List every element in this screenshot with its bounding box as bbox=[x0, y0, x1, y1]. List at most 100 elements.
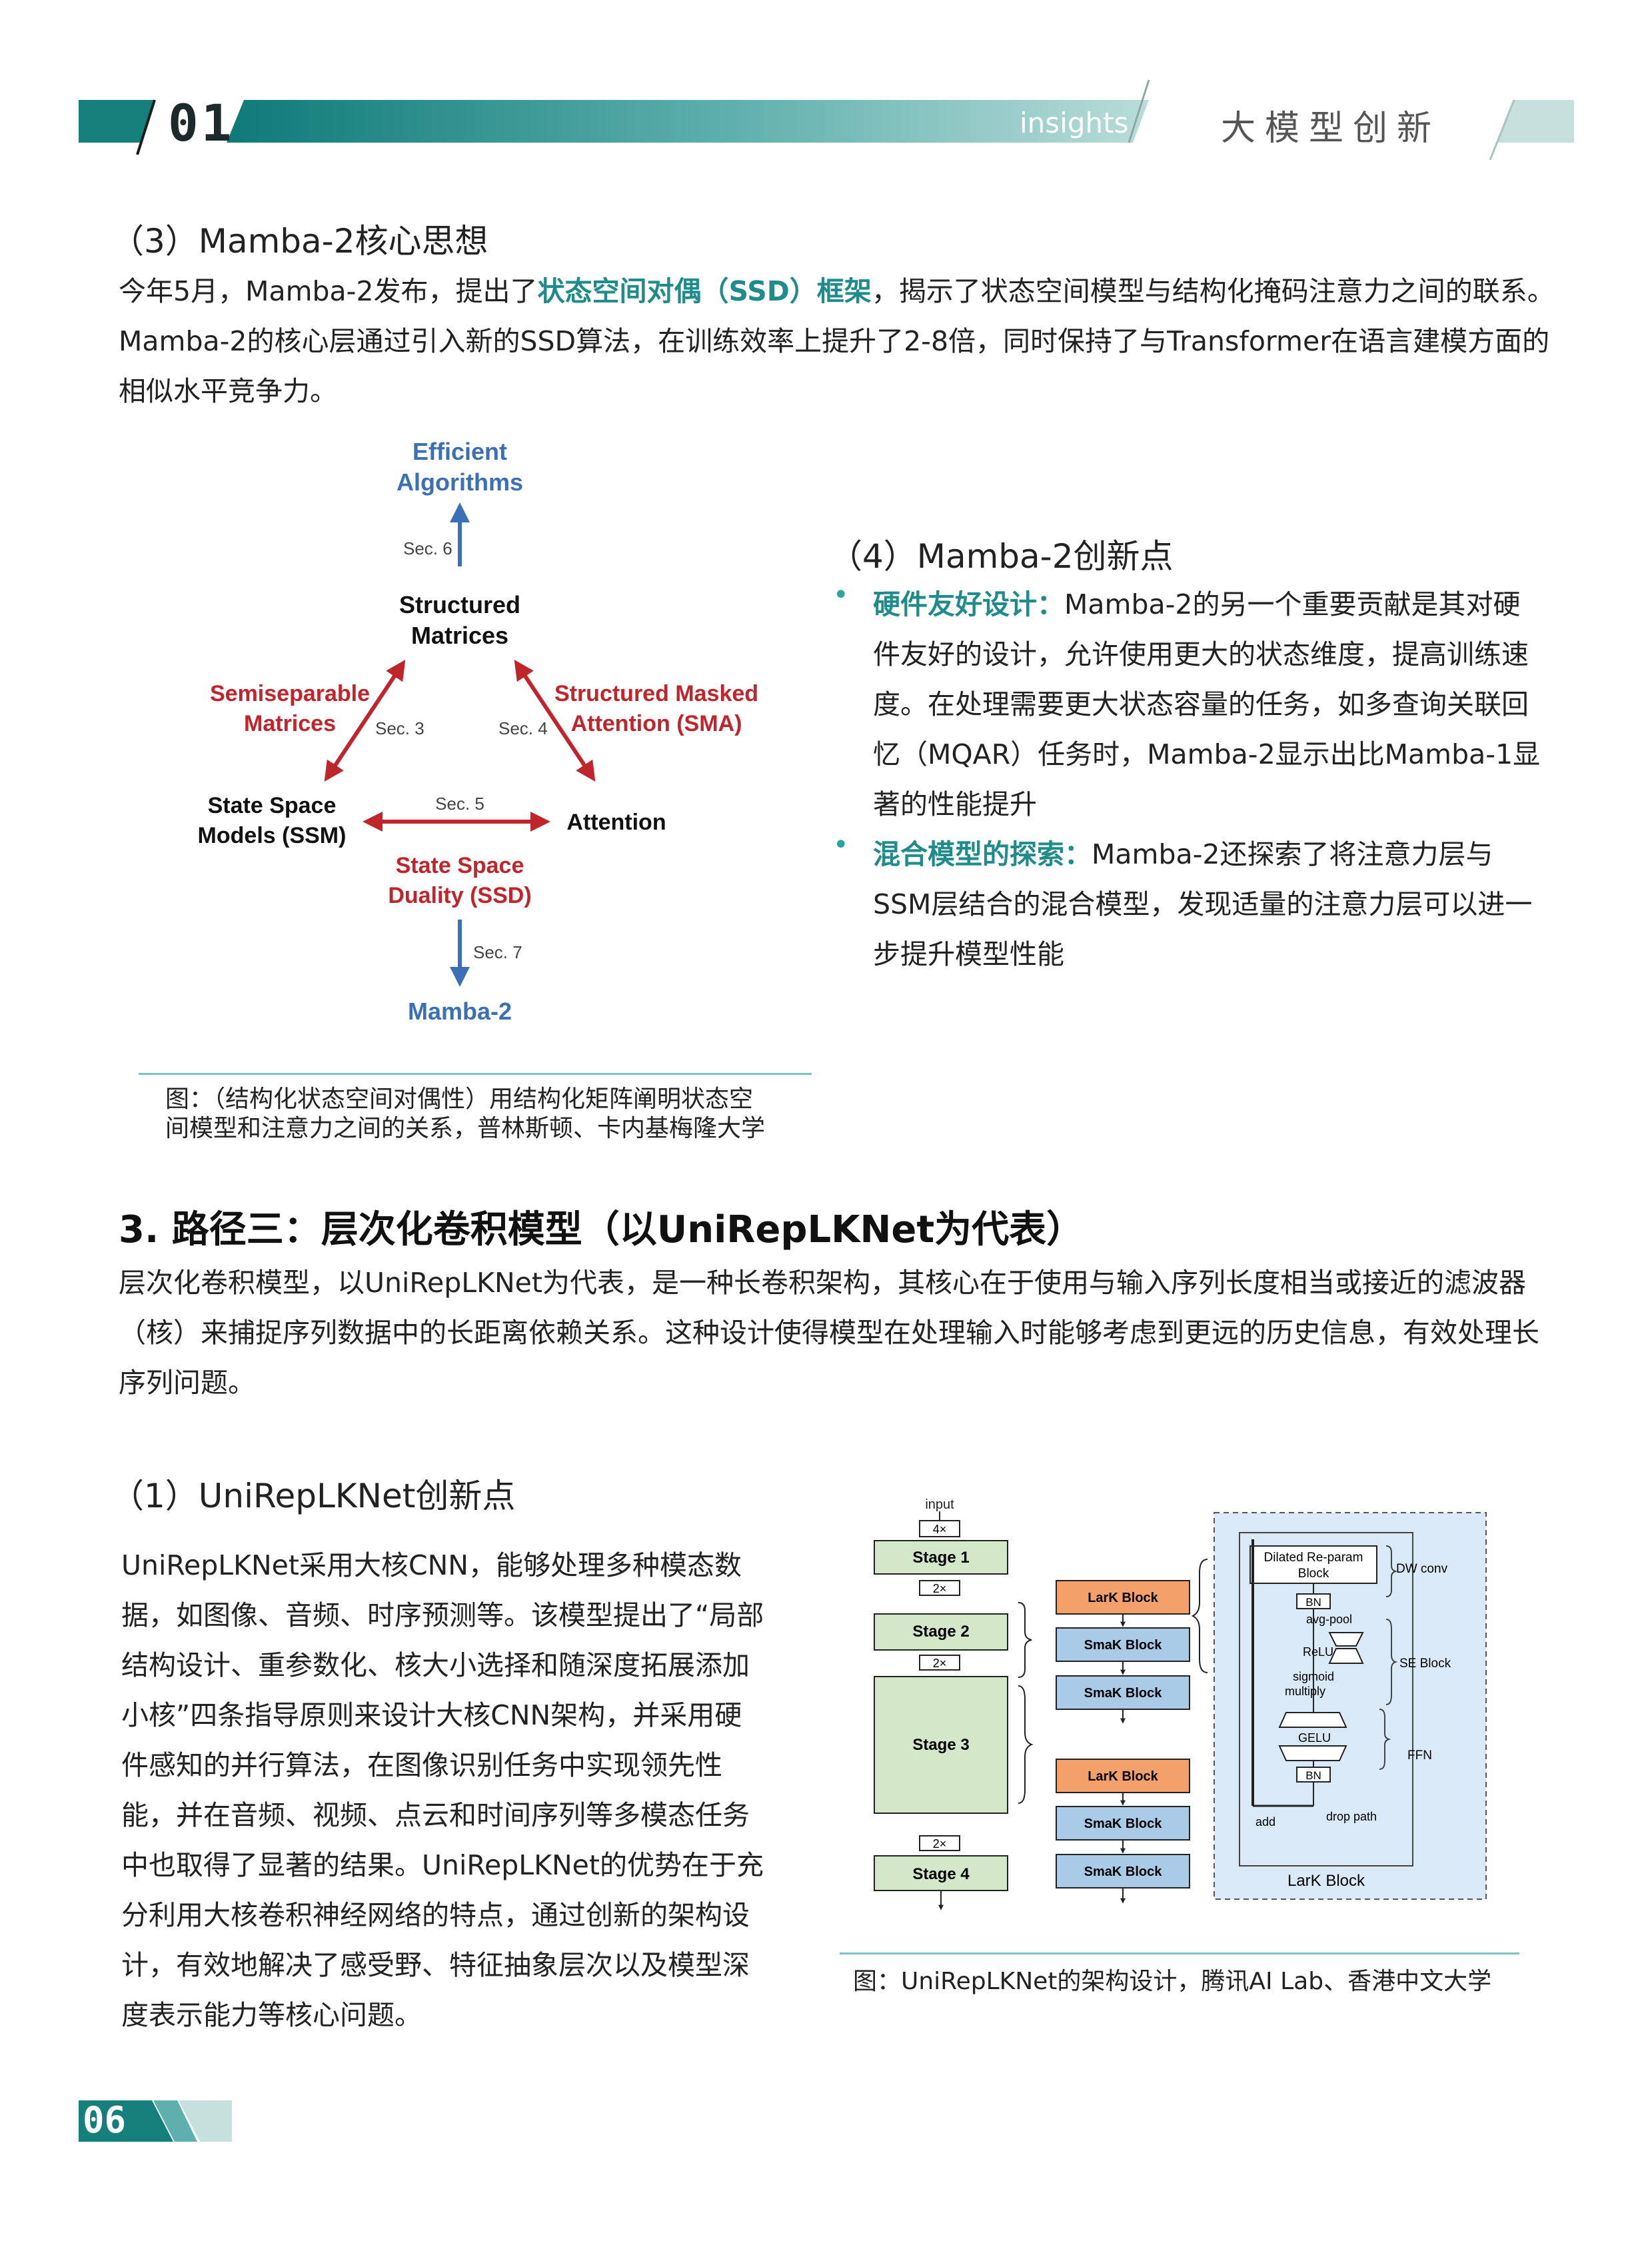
svg-text:BN: BN bbox=[1305, 1769, 1321, 1782]
sec7-label: Sec. 7 bbox=[473, 942, 522, 962]
downsample-label-2: 2× bbox=[933, 1582, 947, 1595]
ssd-caption-line2: 间模型和注意力之间的关系，普林斯顿、卡内基梅隆大学 bbox=[165, 1115, 766, 1142]
brand-text: insights bbox=[1020, 107, 1129, 139]
arch-caption: 图：UniRepLKNet的架构设计，腾讯AI Lab、香港中文大学 bbox=[853, 1968, 1492, 1995]
stage4-label: Stage 4 bbox=[912, 1865, 970, 1883]
ssm-label-1: State Space bbox=[208, 793, 337, 818]
stage2-label: Stage 2 bbox=[912, 1623, 969, 1641]
bullet-dot: • bbox=[833, 580, 849, 610]
mamba2-bullet-1: • 硬件友好设计：Mamba-2的另一个重要贡献是其对硬件友好的设计，允许使用更… bbox=[833, 580, 1546, 830]
bullet-dot: • bbox=[833, 830, 849, 860]
unireplknet-arch-diagram: input 4× Stage 1 2× Stage 2 2× Stage 3 2… bbox=[874, 1497, 1487, 1910]
sma-label-1: Structured Masked bbox=[554, 681, 758, 706]
ffn-trapezoid-2 bbox=[1278, 1745, 1347, 1761]
arch-caption-rule bbox=[840, 1952, 1519, 1954]
stage1-box bbox=[874, 1540, 1008, 1575]
ssd-label-2: Duality (SSD) bbox=[388, 883, 531, 908]
bullet-2-text: 混合模型的探索：Mamba-2还探索了将注意力层与SSM层结合的混合模型，发现适… bbox=[873, 830, 1546, 980]
downsample-box-3 bbox=[919, 1655, 960, 1671]
mamba2-bullet-2: • 混合模型的探索：Mamba-2还探索了将注意力层与SSM层结合的混合模型，发… bbox=[833, 830, 1546, 980]
arrow-sec4 bbox=[514, 660, 596, 782]
bullet-1-label: 硬件友好设计： bbox=[873, 588, 1064, 620]
svg-text:add: add bbox=[1255, 1815, 1275, 1829]
stage2-box bbox=[874, 1613, 1008, 1651]
header-bar: 01 insights 大模型创新 bbox=[0, 0, 1652, 161]
ssd-label-1: State Space bbox=[396, 853, 524, 878]
svg-text:ReLU: ReLU bbox=[1303, 1645, 1333, 1659]
ssd-highlight: 状态空间对偶（SSD）框架 bbox=[537, 275, 872, 307]
section-title: 大模型创新 bbox=[1221, 109, 1441, 149]
bullet-1-text: 硬件友好设计：Mamba-2的另一个重要贡献是其对硬件友好的设计，允许使用更大的… bbox=[873, 580, 1546, 830]
mamba2-core-heading: （3）Mamba-2核心思想 bbox=[111, 222, 488, 261]
downsample-label-4: 2× bbox=[933, 1837, 947, 1851]
downsample-box bbox=[919, 1520, 960, 1537]
smak-block-4 bbox=[1056, 1854, 1190, 1888]
svg-text:GELU: GELU bbox=[1298, 1731, 1331, 1745]
sec4-label: Sec. 4 bbox=[498, 718, 548, 738]
downsample-box-2 bbox=[919, 1580, 960, 1596]
sec3-label: Sec. 3 bbox=[375, 718, 424, 738]
path3-paragraph: 层次化卷积模型，以UniRepLKNet为代表，是一种长卷积架构，其核心在于使用… bbox=[119, 1267, 1539, 1399]
header-graphic bbox=[79, 79, 1574, 161]
arrow-sec3 bbox=[324, 660, 406, 782]
svg-text:LarK Block: LarK Block bbox=[1088, 1591, 1158, 1605]
footer-graphic bbox=[79, 2100, 232, 2142]
svg-text:SE Block: SE Block bbox=[1399, 1657, 1451, 1671]
unirep-heading: （1）UniRepLKNet创新点 bbox=[111, 1477, 516, 1515]
bullet-2-label: 混合模型的探索： bbox=[873, 838, 1092, 870]
semiseparable-label: Semiseparable bbox=[210, 681, 370, 706]
sec6-label: Sec. 6 bbox=[403, 538, 452, 558]
sec5-label: Sec. 5 bbox=[435, 794, 484, 814]
attention-label: Attention bbox=[566, 810, 666, 835]
svg-text:LarK Block: LarK Block bbox=[1088, 1769, 1158, 1784]
svg-text:avg-pool: avg-pool bbox=[1306, 1613, 1352, 1626]
path3-heading: 3. 路径三：层次化卷积模型（以UniRepLKNet为代表） bbox=[119, 1208, 1084, 1251]
svg-text:DW conv: DW conv bbox=[1396, 1562, 1448, 1576]
algorithms-label: Algorithms bbox=[397, 468, 523, 496]
para-text-2: ，揭示了状态空间模型与结构化掩码注意力之间的联系。Mamba-2的核心层通过引入… bbox=[119, 275, 1555, 407]
matrices-label: Matrices bbox=[411, 622, 508, 649]
downsample-label: 4× bbox=[933, 1523, 947, 1536]
stage4-box bbox=[874, 1855, 1008, 1891]
ssm-label-2: Models (SSM) bbox=[198, 823, 347, 848]
svg-text:SmaK Block: SmaK Block bbox=[1084, 1865, 1163, 1879]
sma-label-2: Attention (SMA) bbox=[571, 711, 742, 736]
ssd-caption-line1: 图：（结构化状态空间对偶性）用结构化矩阵阐明状态空 bbox=[165, 1086, 754, 1113]
page-number: 06 bbox=[83, 2099, 127, 2141]
header-right-block bbox=[1498, 100, 1574, 143]
svg-text:FFN: FFN bbox=[1407, 1749, 1432, 1763]
svg-text:SmaK Block: SmaK Block bbox=[1084, 1638, 1163, 1653]
svg-text:SmaK Block: SmaK Block bbox=[1084, 1817, 1163, 1831]
svg-text:Block: Block bbox=[1298, 1567, 1329, 1581]
header-left-block bbox=[79, 100, 155, 143]
bullet-1-body: Mamba-2的另一个重要贡献是其对硬件友好的设计，允许使用更大的状态维度，提高… bbox=[873, 588, 1541, 820]
input-label: input bbox=[925, 1497, 954, 1512]
bullet-2-body: Mamba-2还探索了将注意力层与SSM层结合的混合模型，发现适量的注意力层可以… bbox=[873, 838, 1533, 970]
ffn-trapezoid-1 bbox=[1278, 1712, 1347, 1728]
structured-label: Structured bbox=[399, 591, 520, 618]
downsample-label-3: 2× bbox=[933, 1657, 947, 1670]
svg-text:multiply: multiply bbox=[1285, 1685, 1325, 1698]
mamba2-innov-heading: （4）Mamba-2创新点 bbox=[829, 537, 1174, 576]
svg-text:SmaK Block: SmaK Block bbox=[1084, 1686, 1163, 1701]
svg-text:BN: BN bbox=[1305, 1596, 1321, 1609]
para-text: 今年5月，Mamba-2发布，提出了 bbox=[119, 275, 538, 307]
efficient-label: Efficient bbox=[413, 438, 507, 465]
svg-text:Dilated Re-param: Dilated Re-param bbox=[1264, 1551, 1363, 1565]
ssd-caption: 图：（结构化状态空间对偶性）用结构化矩阵阐明状态空 间模型和注意力之间的关系，普… bbox=[165, 1085, 805, 1143]
ssd-diagram: Efficient Algorithms Sec. 6 Structured M… bbox=[198, 438, 759, 1025]
downsample-box-4 bbox=[919, 1835, 960, 1851]
header-band bbox=[227, 100, 1149, 143]
se-trapezoid-2 bbox=[1328, 1648, 1364, 1664]
lark-detail-caption: LarK Block bbox=[1287, 1872, 1365, 1890]
smak-block-2 bbox=[1056, 1675, 1190, 1710]
mamba2-core-paragraph: 今年5月，Mamba-2发布，提出了状态空间对偶（SSD）框架，揭示了状态空间模… bbox=[119, 267, 1558, 416]
svg-text:drop path: drop path bbox=[1326, 1810, 1377, 1823]
se-trapezoid-1 bbox=[1328, 1632, 1364, 1647]
dilated-reparam-box bbox=[1249, 1545, 1377, 1584]
smak-block-1 bbox=[1056, 1627, 1190, 1662]
unirep-paragraph: UniRepLKNet采用大核CNN，能够处理多种模态数据，如图像、音频、时序预… bbox=[121, 1549, 764, 2031]
stage3-box bbox=[874, 1676, 1008, 1814]
semiseparable-matrices-label: Matrices bbox=[244, 711, 336, 736]
ssd-caption-rule bbox=[139, 1073, 812, 1075]
